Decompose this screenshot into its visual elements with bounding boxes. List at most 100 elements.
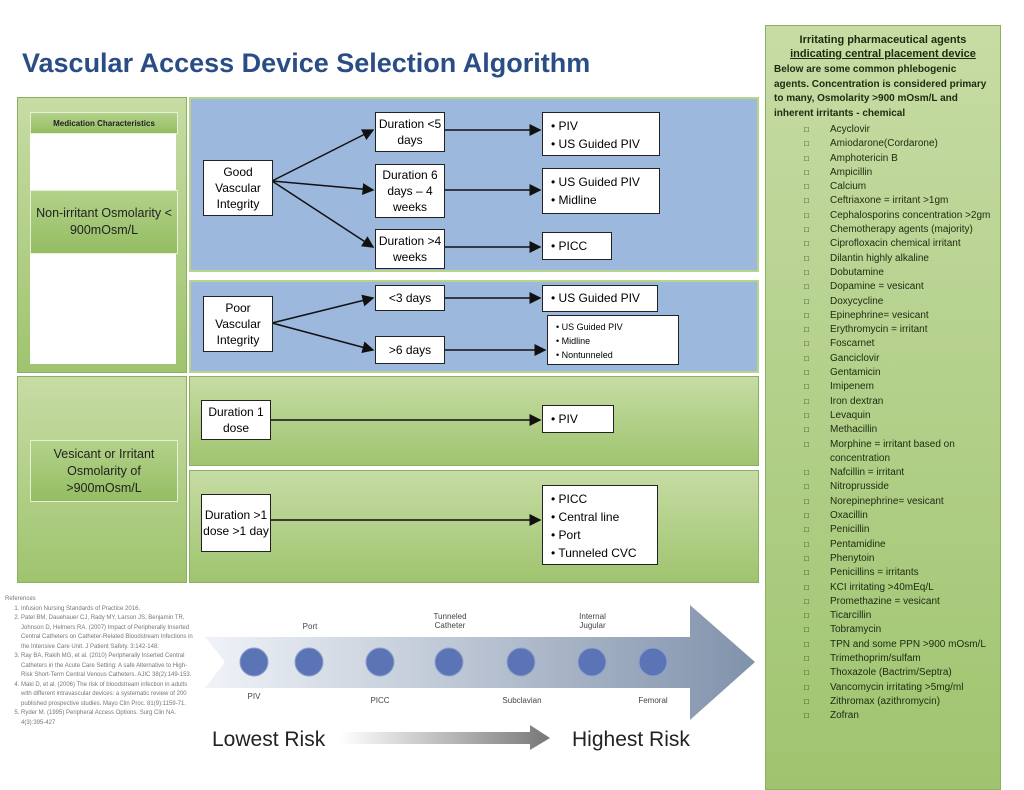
- reference-item: Infusion Nursing Standards of Practice 2…: [21, 605, 195, 615]
- duration-box: Duration 6 days – 4 weeks: [375, 164, 445, 218]
- reference-item: Ray BA, Rakih MG, et al. (2010) Peripher…: [21, 652, 195, 681]
- agent-item: Ampicillin: [804, 166, 992, 181]
- agent-item: Chemotherapy agents (majority): [804, 223, 992, 238]
- agent-item: Promethazine = vesicant: [804, 595, 992, 610]
- risk-marker: [577, 647, 607, 677]
- good-integrity-box: Good Vascular Integrity: [203, 160, 273, 216]
- duration-box: <3 days: [375, 285, 445, 311]
- risk-arrow: [205, 605, 755, 750]
- duration-box: Duration 1 dose: [201, 400, 271, 440]
- outcome-item: • PIV: [551, 412, 578, 426]
- risk-marker: [239, 647, 269, 677]
- risk-label: Femoral: [638, 696, 668, 705]
- risk-label: Port: [302, 622, 318, 631]
- duration-box: >6 days: [375, 336, 445, 364]
- agents-list: AcyclovirAmiodarone(Cordarone)Amphoteric…: [774, 123, 992, 724]
- agent-item: Amiodarone(Cordarone): [804, 137, 992, 152]
- outcome-item: • Central line: [551, 510, 620, 524]
- agent-item: Erythromycin = irritant: [804, 323, 992, 338]
- agent-item: Imipenem: [804, 380, 992, 395]
- agent-item: Zithromax (azithromycin): [804, 695, 992, 710]
- agent-item: Ceftriaxone = irritant >1gm: [804, 194, 992, 209]
- agent-item: Gentamicin: [804, 366, 992, 381]
- agent-item: KCI irritating >40mEq/L: [804, 581, 992, 596]
- good-integrity-panel: [189, 97, 759, 272]
- duration-box: Duration >4 weeks: [375, 229, 445, 269]
- agent-item: Pentamidine: [804, 538, 992, 553]
- agent-item: Penicillin: [804, 523, 992, 538]
- outcome-item: • Midline: [551, 193, 597, 207]
- agent-item: Zofran: [804, 709, 992, 724]
- agent-item: Ganciclovir: [804, 352, 992, 367]
- risk-marker: [294, 647, 324, 677]
- reference-item: Ryder M. (1995) Peripheral Access Option…: [21, 709, 195, 728]
- outcome-list: • PICC • Central line • Port • Tunneled CVC: [542, 485, 658, 565]
- agents-title: Irritating pharmaceutical agents: [799, 34, 967, 46]
- agent-item: Methacillin: [804, 423, 992, 438]
- page-title: Vascular Access Device Selection Algorit…: [22, 48, 591, 78]
- outcome-item: • US Guided PIV: [556, 322, 623, 332]
- medication-header: Medication Characteristics: [30, 112, 178, 134]
- outcome-list: • PIV • US Guided PIV: [542, 112, 660, 156]
- agent-item: Calcium: [804, 180, 992, 195]
- highest-risk-label: Highest Risk: [572, 728, 690, 751]
- outcome-item: • US Guided PIV: [551, 137, 640, 151]
- outcome-item: • US Guided PIV: [551, 175, 640, 189]
- agent-item: Vancomycin irritating >5mg/ml: [804, 681, 992, 696]
- duration-box: Duration >1 dose >1 day: [201, 494, 271, 552]
- outcome-list: • US Guided PIV • Midline: [542, 168, 660, 214]
- agent-item: Nitroprusside: [804, 480, 992, 495]
- risk-marker: [365, 647, 395, 677]
- reference-item: Maki D, et al. (2006) The risk of bloods…: [21, 681, 195, 710]
- risk-marker: [638, 647, 668, 677]
- agent-item: Dobutamine: [804, 266, 992, 281]
- agent-item: Penicillins = irritants: [804, 566, 992, 581]
- agent-item: Epinephrine= vesicant: [804, 309, 992, 324]
- agent-item: Levaquin: [804, 409, 992, 424]
- non-irritant-box: Non-irritant Osmolarity < 900mOsm/L: [30, 190, 178, 254]
- outcome-item: • Port: [551, 528, 581, 542]
- agent-item: Foscarnet: [804, 337, 992, 352]
- agent-item: Ticarcillin: [804, 609, 992, 624]
- agent-item: Doxycycline: [804, 295, 992, 310]
- lowest-risk-label: Lowest Risk: [212, 728, 326, 751]
- agent-item: Tobramycin: [804, 623, 992, 638]
- agent-item: TPN and some PPN >900 mOsm/L: [804, 638, 992, 653]
- reference-item: Patel BM, Dauehauer CJ, Rady MY, Larson …: [21, 614, 195, 652]
- outcome-item: • US Guided PIV: [551, 291, 640, 305]
- risk-label: PIV: [247, 692, 261, 701]
- agent-item: Acyclovir: [804, 123, 992, 138]
- agent-item: Dilantin highly alkaline: [804, 252, 992, 267]
- outcome-item: • Nontunneled: [556, 350, 613, 360]
- references: References Infusion Nursing Standards of…: [5, 595, 195, 728]
- agent-item: Phenytoin: [804, 552, 992, 567]
- agent-item: Amphotericin B: [804, 152, 992, 167]
- outcome-list: • PIV: [542, 405, 614, 433]
- outcome-item: • PICC: [551, 239, 588, 253]
- agent-item: Oxacillin: [804, 509, 992, 524]
- agent-item: Thoxazole (Bactrim/Septra): [804, 666, 992, 681]
- agent-item: Nafcillin = irritant: [804, 466, 992, 481]
- single-dose-panel: [189, 376, 759, 466]
- duration-box: Duration <5 days: [375, 112, 445, 152]
- agent-item: Trimethoprim/sulfam: [804, 652, 992, 667]
- risk-label: PICC: [370, 696, 390, 705]
- references-heading: References: [5, 596, 36, 602]
- agents-intro: Below are some common phlebogenic agents…: [774, 64, 987, 119]
- vesicant-box: Vesicant or Irritant Osmolarity of >900m…: [30, 440, 178, 502]
- multi-dose-panel: [189, 470, 759, 583]
- outcome-item: • Tunneled CVC: [551, 546, 637, 560]
- risk-label: Tunneled Catheter: [433, 612, 467, 630]
- risk-marker: [506, 647, 536, 677]
- risk-label: Subclavian: [502, 696, 542, 705]
- outcome-item: • PIV: [551, 119, 578, 133]
- agent-item: Iron dextran: [804, 395, 992, 410]
- risk-label: Internal Jugular: [579, 612, 606, 630]
- agents-subtitle: indicating central placement device: [790, 48, 976, 60]
- outcome-list: • PICC: [542, 232, 612, 260]
- poor-integrity-box: Poor Vascular Integrity: [203, 296, 273, 352]
- agent-item: Cephalosporins concentration >2gm: [804, 209, 992, 224]
- outcome-item: • PICC: [551, 492, 588, 506]
- agent-item: Morphine = irritant based on concentrati…: [804, 438, 992, 467]
